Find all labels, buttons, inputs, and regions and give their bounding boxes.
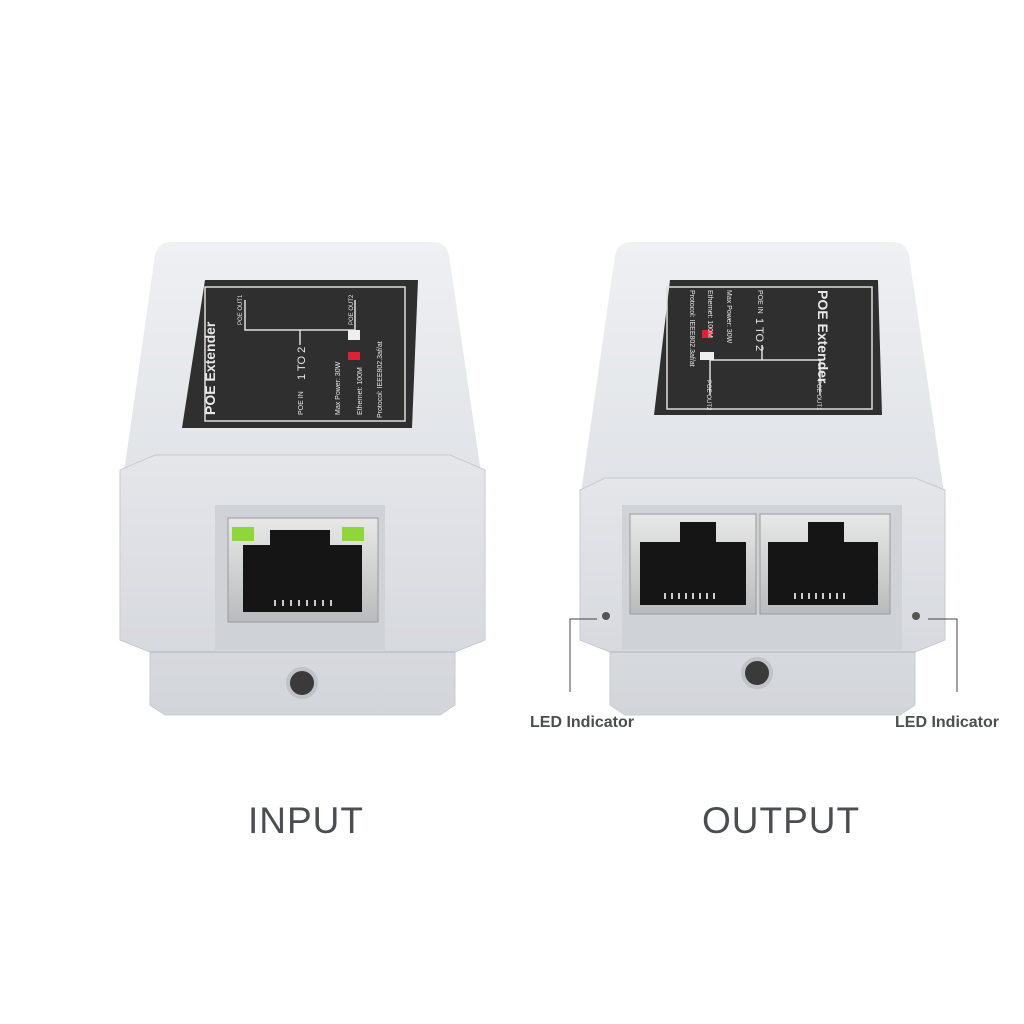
svg-text:1 TO 2: 1 TO 2 bbox=[753, 318, 765, 351]
svg-text:POE Extender: POE Extender bbox=[815, 290, 831, 384]
callout-line-right bbox=[928, 618, 958, 692]
svg-text:Protocol: IEEE802.3af/at: Protocol: IEEE802.3af/at bbox=[688, 290, 695, 367]
svg-text:Max Power: 30W: Max Power: 30W bbox=[725, 290, 732, 344]
svg-text:POE OUT2: POE OUT2 bbox=[705, 380, 711, 411]
svg-text:Ethernet: 100M: Ethernet: 100M bbox=[706, 290, 713, 338]
svg-text:POE IN: POE IN bbox=[756, 290, 763, 314]
input-device: POE Extender POE IN 1 TO 2 Max Power: 30… bbox=[119, 242, 486, 716]
led-indicator-callout-left: LED Indicator bbox=[530, 714, 635, 731]
product-label: POE Extender POE IN 1 TO 2 Max Power: 30… bbox=[182, 280, 418, 428]
led-indicator-right bbox=[912, 612, 920, 620]
mounting-hole bbox=[286, 667, 318, 699]
svg-text:POE OUT1: POE OUT1 bbox=[815, 380, 821, 411]
rj45-input-port bbox=[215, 505, 385, 650]
output-caption: OUTPUT bbox=[702, 800, 861, 841]
led-indicator-callout-right: LED Indicator bbox=[895, 714, 1000, 731]
input-caption: INPUT bbox=[248, 800, 364, 841]
product-label: POE Extender POE IN 1 TO 2 Max Power: 30… bbox=[654, 280, 882, 415]
callout-line-left bbox=[569, 618, 597, 692]
svg-text:POE OUT1: POE OUT1 bbox=[238, 294, 244, 325]
output-device: POE Extender POE IN 1 TO 2 Max Power: 30… bbox=[569, 242, 958, 716]
led-green-right bbox=[342, 527, 364, 541]
led-green-left bbox=[232, 527, 254, 541]
rj45-output-port-2 bbox=[759, 513, 891, 615]
svg-text:Ethernet: 100M: Ethernet: 100M bbox=[357, 367, 364, 415]
svg-text:POE Extender: POE Extender bbox=[202, 321, 218, 415]
svg-text:POE IN: POE IN bbox=[298, 391, 305, 415]
svg-text:1 TO 2: 1 TO 2 bbox=[296, 347, 308, 380]
mounting-hole bbox=[741, 657, 773, 689]
rj45-output-port-1 bbox=[629, 513, 757, 615]
svg-text:Protocol: IEEE802.3af/at: Protocol: IEEE802.3af/at bbox=[377, 341, 384, 418]
led-indicator-left bbox=[602, 612, 610, 620]
svg-text:Max Power: 30W: Max Power: 30W bbox=[335, 361, 342, 415]
svg-text:POE OUT2: POE OUT2 bbox=[349, 294, 355, 325]
